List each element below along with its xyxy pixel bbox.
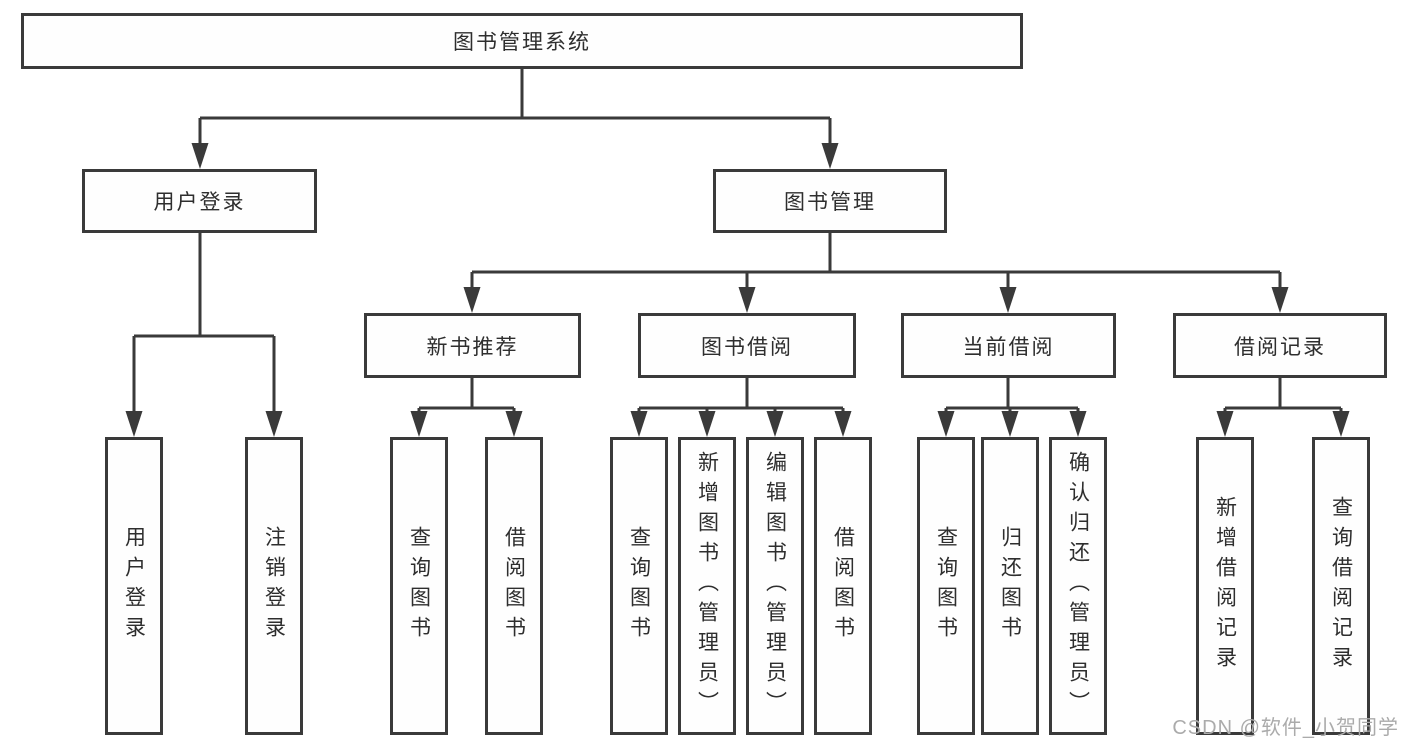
leaf-borrow-books-recommend-label: 借阅图书 [502,526,526,646]
arrowheads [125,143,1350,437]
leaf-add-borrow-record-label: 新增借阅记录 [1213,496,1237,676]
node-current-borrowing: 当前借阅 [901,313,1116,378]
node-book-borrowing-label: 图书借阅 [701,335,793,359]
leaf-query-books-recommend: 查询图书 [390,437,448,735]
leaf-query-books-recommend-label: 查询图书 [407,526,431,646]
leaf-query-books-borrow: 查询图书 [610,437,668,735]
leaf-query-borrow-record-label: 查询借阅记录 [1329,496,1353,676]
leaf-add-borrow-record: 新增借阅记录 [1196,437,1254,735]
node-user-login-label: 用户登录 [153,191,246,214]
leaf-borrow-books-borrow-label: 借阅图书 [831,526,855,646]
leaf-borrow-books-recommend: 借阅图书 [485,437,543,735]
leaf-query-books-current: 查询图书 [917,437,975,735]
leaf-add-books-admin: 新增图书（管理员） [678,437,736,735]
leaf-logout-login-label: 注销登录 [262,526,286,646]
node-borrow-records: 借阅记录 [1173,313,1387,378]
node-book-management-label: 图书管理 [784,191,876,214]
node-borrow-records-label: 借阅记录 [1234,335,1326,359]
leaf-edit-books-admin: 编辑图书（管理员） [746,437,804,735]
node-new-book-recommend-label: 新书推荐 [426,335,519,359]
leaf-user-login-label: 用户登录 [122,526,146,646]
leaf-edit-books-admin-label: 编辑图书（管理员） [763,451,787,721]
leaf-add-books-admin-label: 新增图书（管理员） [695,451,719,721]
leaf-query-borrow-record: 查询借阅记录 [1312,437,1370,735]
node-root-label: 图书管理系统 [453,31,591,54]
node-new-book-recommend: 新书推荐 [364,313,581,378]
leaf-query-books-borrow-label: 查询图书 [627,526,651,646]
node-root: 图书管理系统 [21,13,1023,69]
leaf-confirm-return-admin: 确认归还（管理员） [1049,437,1107,735]
leaf-return-books-label: 归还图书 [998,526,1022,646]
leaf-confirm-return-admin-label: 确认归还（管理员） [1066,451,1090,721]
node-book-borrowing: 图书借阅 [638,313,856,378]
watermark: CSDN @软件_小贺同学 [1172,717,1399,739]
leaf-borrow-books-borrow: 借阅图书 [814,437,872,735]
node-book-management: 图书管理 [713,169,947,233]
node-user-login: 用户登录 [82,169,317,233]
leaf-return-books: 归还图书 [981,437,1039,735]
leaf-logout-login: 注销登录 [245,437,303,735]
leaf-user-login: 用户登录 [105,437,163,735]
node-current-borrowing-label: 当前借阅 [962,335,1055,359]
leaf-query-books-current-label: 查询图书 [934,526,958,646]
